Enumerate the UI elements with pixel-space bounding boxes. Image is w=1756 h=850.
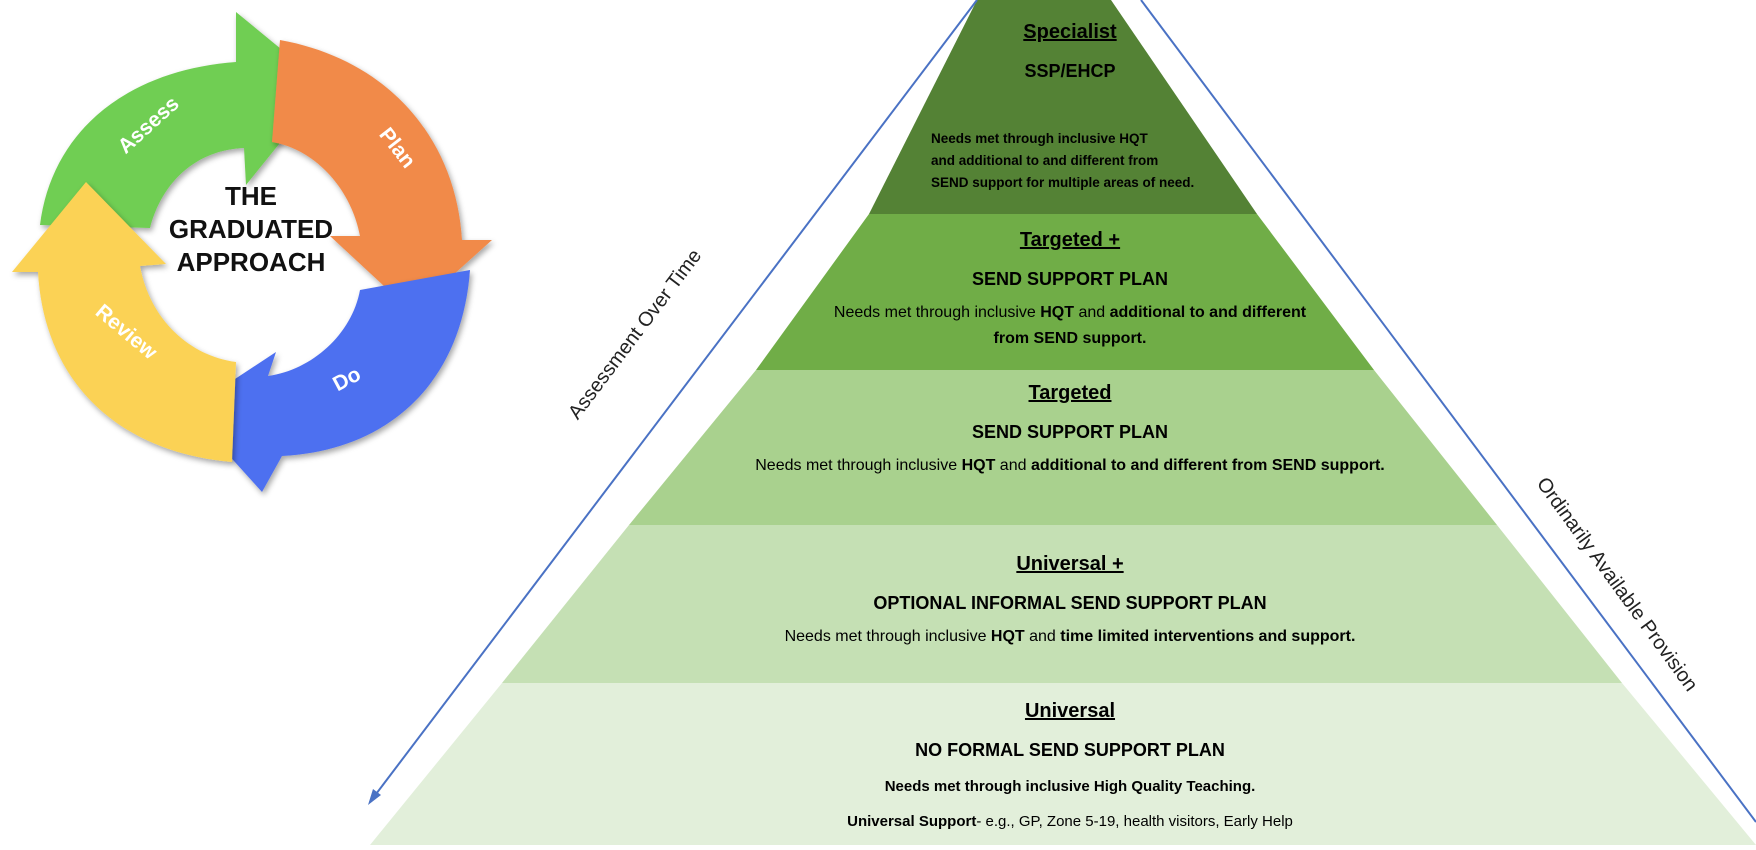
tier-title: Targeted [1028, 382, 1112, 404]
tier-desc-segment: Needs met through inclusive [833, 304, 1041, 321]
tier-desc-segment: Needs met through inclusive [784, 628, 991, 645]
tier-title: Universal [1024, 700, 1116, 722]
tier-universal-plus-band [502, 525, 1622, 683]
tier-desc-line: Needs met through inclusive HQT and addi… [680, 453, 1460, 479]
tier-desc-segment: additional to and different [1109, 304, 1307, 321]
plan-arrow [272, 40, 492, 312]
tier-plan: OPTIONAL INFORMAL SEND SUPPORT PLAN [873, 593, 1267, 613]
tier-desc-segment: Needs met through inclusive HQT [931, 131, 1148, 146]
tier-desc-line: from SEND support. [780, 326, 1360, 352]
tier-desc-line: Needs met through inclusive HQT and addi… [780, 300, 1360, 326]
tier-desc-segment: HQT [961, 457, 996, 474]
tier-desc-segment: and additional to and different from [931, 153, 1159, 168]
tier-desc: Needs met through inclusive HQT and addi… [680, 453, 1460, 479]
tier-desc-line: Needs met through inclusive HQT and time… [680, 624, 1460, 650]
tier-targeted-band [629, 370, 1497, 525]
tier-desc: Needs met through inclusive HQT and addi… [780, 300, 1360, 352]
assess-arrow [40, 12, 326, 228]
tier-desc-segment: HQT [1040, 304, 1075, 321]
tier-desc-line: Needs met through inclusive HQT [931, 128, 1231, 150]
cycle-center-line-1: THE [225, 181, 277, 211]
cycle-center-line-2: GRADUATED [169, 214, 333, 244]
tier-desc: Needs met through inclusive High Quality… [680, 769, 1460, 839]
tier-specialist: Specialist SSP/EHCP [880, 20, 1260, 82]
tier-desc-segment: SEND support for multiple areas of need. [931, 175, 1195, 190]
review-arrow [12, 182, 236, 462]
tier-desc-segment: and [1074, 304, 1110, 321]
tier-desc-segment: time limited interventions and support. [1060, 628, 1356, 645]
tier-desc-line: and additional to and different from [931, 150, 1231, 172]
tier-desc-segment: Needs met through inclusive High Quality… [884, 778, 1256, 795]
tier-universal-band [370, 683, 1756, 845]
assessment-axis-line [369, 0, 978, 803]
tier-desc-segment: additional to and different from SEND su… [1030, 457, 1385, 474]
cycle-center-line-3: APPROACH [177, 247, 326, 277]
tier-desc-line: Universal Support- e.g., GP, Zone 5-19, … [680, 804, 1460, 839]
tier-plan: SSP/EHCP [1024, 61, 1116, 81]
graduated-approach-cycle: Assess Plan Do Review THE GRADUATED APPR… [12, 12, 492, 492]
assessment-axis-arrowhead [368, 789, 381, 805]
tier-desc-segment: Universal Support [847, 813, 977, 830]
tier-universal: Universal NO FORMAL SEND SUPPORT PLAN Ne… [680, 699, 1460, 839]
tier-desc-segment: and [1024, 628, 1061, 645]
tier-desc-segment: and [995, 457, 1031, 474]
tier-targeted: Targeted SEND SUPPORT PLAN Needs met thr… [680, 381, 1460, 479]
tier-desc-segment: HQT [990, 628, 1025, 645]
tier-desc-line: Needs met through inclusive High Quality… [680, 769, 1460, 804]
tier-desc-line: SEND support for multiple areas of need. [931, 172, 1231, 194]
tier-targeted-plus: Targeted + SEND SUPPORT PLAN Needs met t… [780, 228, 1360, 352]
tier-desc-segment: Needs met through inclusive [755, 457, 962, 474]
tier-specialist-desc: Needs met through inclusive HQT and addi… [931, 128, 1231, 194]
tier-title: Targeted + [1019, 229, 1121, 251]
tier-desc: Needs met through inclusive HQT and time… [680, 624, 1460, 650]
do-arrow [188, 270, 470, 492]
tier-specialist-band [869, 0, 1257, 214]
tier-desc-segment: - e.g., GP, Zone 5-19, health visitors, … [976, 813, 1293, 830]
tier-plan: SEND SUPPORT PLAN [971, 422, 1169, 442]
tier-plan: SEND SUPPORT PLAN [971, 269, 1169, 289]
tier-universal-plus: Universal + OPTIONAL INFORMAL SEND SUPPO… [680, 552, 1460, 650]
pyramid [370, 0, 1756, 845]
tier-desc-segment: from SEND support. [993, 330, 1147, 347]
provision-axis-line [1140, 0, 1756, 823]
tier-plan: NO FORMAL SEND SUPPORT PLAN [915, 740, 1225, 760]
tier-title: Universal + [1016, 553, 1124, 575]
tier-title: Specialist [1023, 21, 1117, 43]
tier-targeted-plus-band [756, 214, 1374, 370]
